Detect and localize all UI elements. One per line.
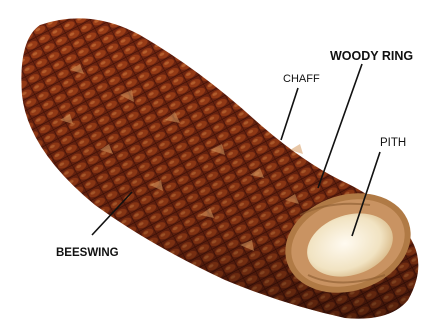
label-chaff: CHAFF — [283, 73, 320, 85]
label-pith: PITH — [380, 137, 406, 149]
chaff-pointer — [281, 88, 298, 140]
label-woody-ring: WOODY RING — [330, 49, 413, 63]
label-beeswing: BEESWING — [56, 247, 119, 259]
woody-ring-pointer — [318, 64, 362, 188]
